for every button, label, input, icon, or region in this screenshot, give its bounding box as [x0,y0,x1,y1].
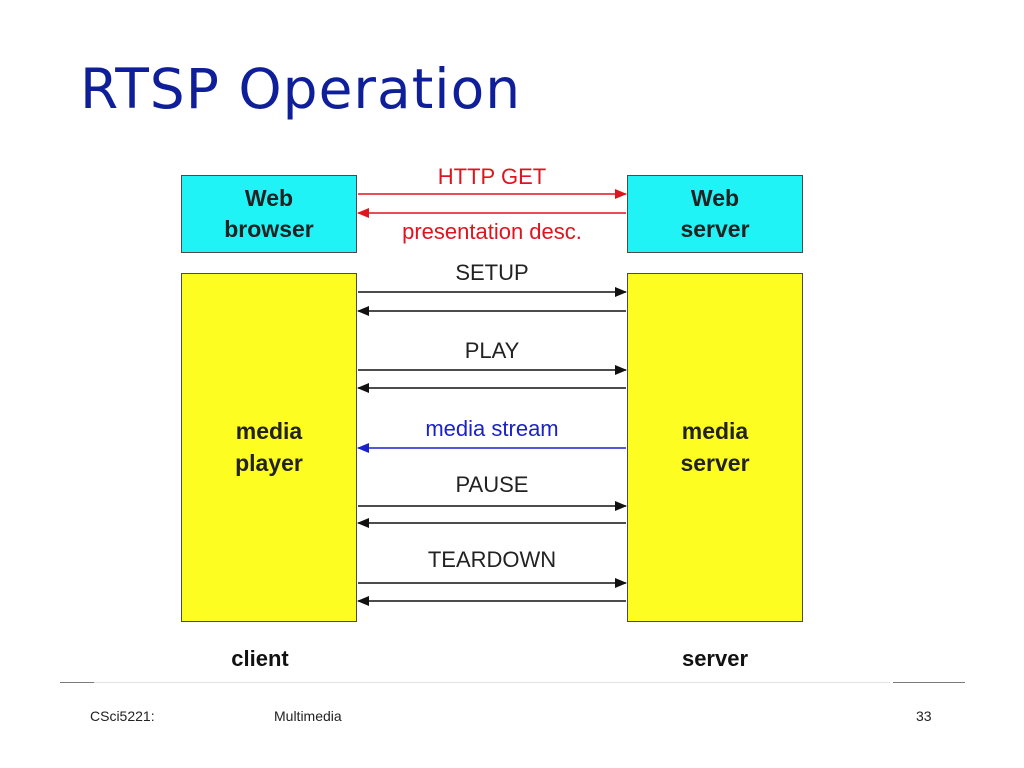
footer-rule-center [94,682,890,683]
footer-course: CSci5221: [90,708,155,724]
client-label: client [231,646,289,671]
setup-label: SETUP [455,260,529,285]
footer-page-number: 33 [916,708,932,724]
footer-rule-right [893,682,965,683]
server-label: server [681,646,749,671]
media-player-label: media player [235,418,303,476]
web-browser-label: Web browser [224,184,314,242]
media-player-box: media player [181,273,357,622]
footer-topic: Multimedia [274,708,342,724]
play-label: PLAY [464,338,520,363]
presentation-desc-label: presentation desc. [402,219,582,244]
teardown-label: TEARDOWN [427,547,557,572]
web-server-box: Web server [627,175,803,253]
media-server-label: media server [680,418,750,476]
web-browser-box: Web browser [181,175,357,253]
media-stream-label: media stream [425,416,559,441]
footer-rule-left [60,682,94,683]
media-server-box: media server [627,273,803,622]
http-get-label: HTTP GET [437,164,547,189]
slide-title: RTSP Operation [80,57,522,121]
pause-label: PAUSE [455,472,529,497]
web-server-label: Web server [680,184,750,242]
